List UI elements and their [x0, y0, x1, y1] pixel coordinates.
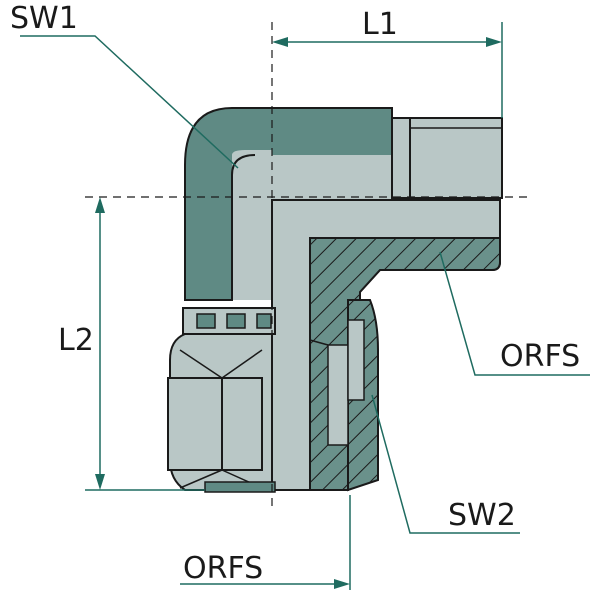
- sectioned-nut-right: [309, 299, 379, 492]
- nut-bottom-rim: [204, 481, 276, 493]
- elbow-inner-curve: [231, 154, 256, 300]
- label-sw2: SW2: [448, 498, 516, 533]
- leader-sw1: [20, 35, 239, 169]
- swivel-nut: [167, 307, 276, 493]
- label-orfs-right: ORFS: [500, 339, 580, 374]
- orfs-stub-groove: [409, 117, 503, 199]
- label-orfs-bottom: ORFS: [183, 551, 263, 586]
- nut-hex-face: [167, 377, 223, 471]
- label-l2: L2: [58, 323, 94, 358]
- label-sw1: SW1: [10, 1, 78, 36]
- leader-orfs-right: [439, 251, 590, 376]
- dimension-l1: [272, 22, 503, 118]
- dimension-l2: [85, 197, 205, 491]
- label-l1: L1: [362, 7, 398, 42]
- leader-sw2: [371, 394, 520, 534]
- leader-orfs-bottom: [180, 495, 351, 590]
- elbow-inner-vertical: [232, 150, 272, 300]
